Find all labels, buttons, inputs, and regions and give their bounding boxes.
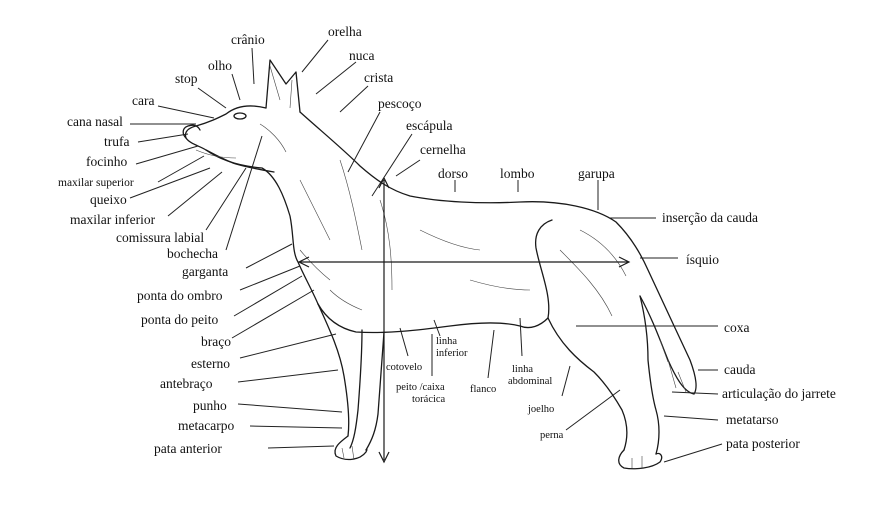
label-linha-abdominal-1: linha — [512, 364, 533, 375]
label-bochecha: bochecha — [167, 246, 218, 261]
label-peito-caixa-2: torácica — [412, 394, 446, 405]
label-maxilar-superior: maxilar superior — [58, 177, 134, 189]
label-crista: crista — [364, 70, 393, 85]
label-metatarso: metatarso — [726, 412, 779, 427]
label-joelho: joelho — [527, 404, 554, 415]
label-insercao-cauda: inserção da cauda — [662, 210, 758, 225]
label-cara: cara — [132, 93, 154, 108]
label-pescoco: pescoço — [378, 96, 422, 111]
label-trufa: trufa — [104, 134, 129, 149]
label-cana-nasal: cana nasal — [67, 114, 123, 129]
label-esterno: esterno — [191, 356, 230, 371]
label-linha-abdominal-2: abdominal — [508, 376, 552, 387]
label-cernelha: cernelha — [420, 142, 466, 157]
label-metacarpo: metacarpo — [178, 418, 234, 433]
label-linha-inferior-2: inferior — [436, 348, 468, 359]
label-lombo: lombo — [500, 166, 535, 181]
label-pata-posterior: pata posterior — [726, 436, 800, 451]
label-queixo: queixo — [90, 192, 127, 207]
label-dorso: dorso — [438, 166, 468, 181]
label-isquio: ísquio — [686, 252, 719, 267]
label-antebraco: antebraço — [160, 376, 213, 391]
label-nuca: nuca — [349, 48, 374, 63]
label-perna: perna — [540, 430, 564, 441]
label-garganta: garganta — [182, 264, 228, 279]
label-stop: stop — [175, 71, 198, 86]
label-focinho: focinho — [86, 154, 127, 169]
label-ponta-peito: ponta do peito — [141, 312, 218, 327]
label-linha-inferior-1: linha — [436, 336, 457, 347]
label-cotovelo: cotovelo — [386, 362, 422, 373]
label-ponta-ombro: ponta do ombro — [137, 288, 223, 303]
label-cauda: cauda — [724, 362, 755, 377]
label-cranio: crânio — [231, 32, 265, 47]
label-garupa: garupa — [578, 166, 615, 181]
label-articulacao-jarrete: articulação do jarrete — [722, 386, 836, 401]
label-flanco: flanco — [470, 384, 496, 395]
label-olho: olho — [208, 58, 232, 73]
label-coxa: coxa — [724, 320, 749, 335]
label-escapula: escápula — [406, 118, 452, 133]
anatomy-labels: crânio orelha olho nuca stop crista cara… — [58, 24, 836, 456]
label-maxilar-inferior: maxilar inferior — [70, 212, 156, 227]
label-orelha: orelha — [328, 24, 362, 39]
label-pata-anterior: pata anterior — [154, 441, 222, 456]
label-peito-caixa-1: peito /caixa — [396, 382, 445, 393]
label-braco: braço — [201, 334, 231, 349]
label-comissura-labial: comissura labial — [116, 230, 204, 245]
label-punho: punho — [193, 398, 227, 413]
